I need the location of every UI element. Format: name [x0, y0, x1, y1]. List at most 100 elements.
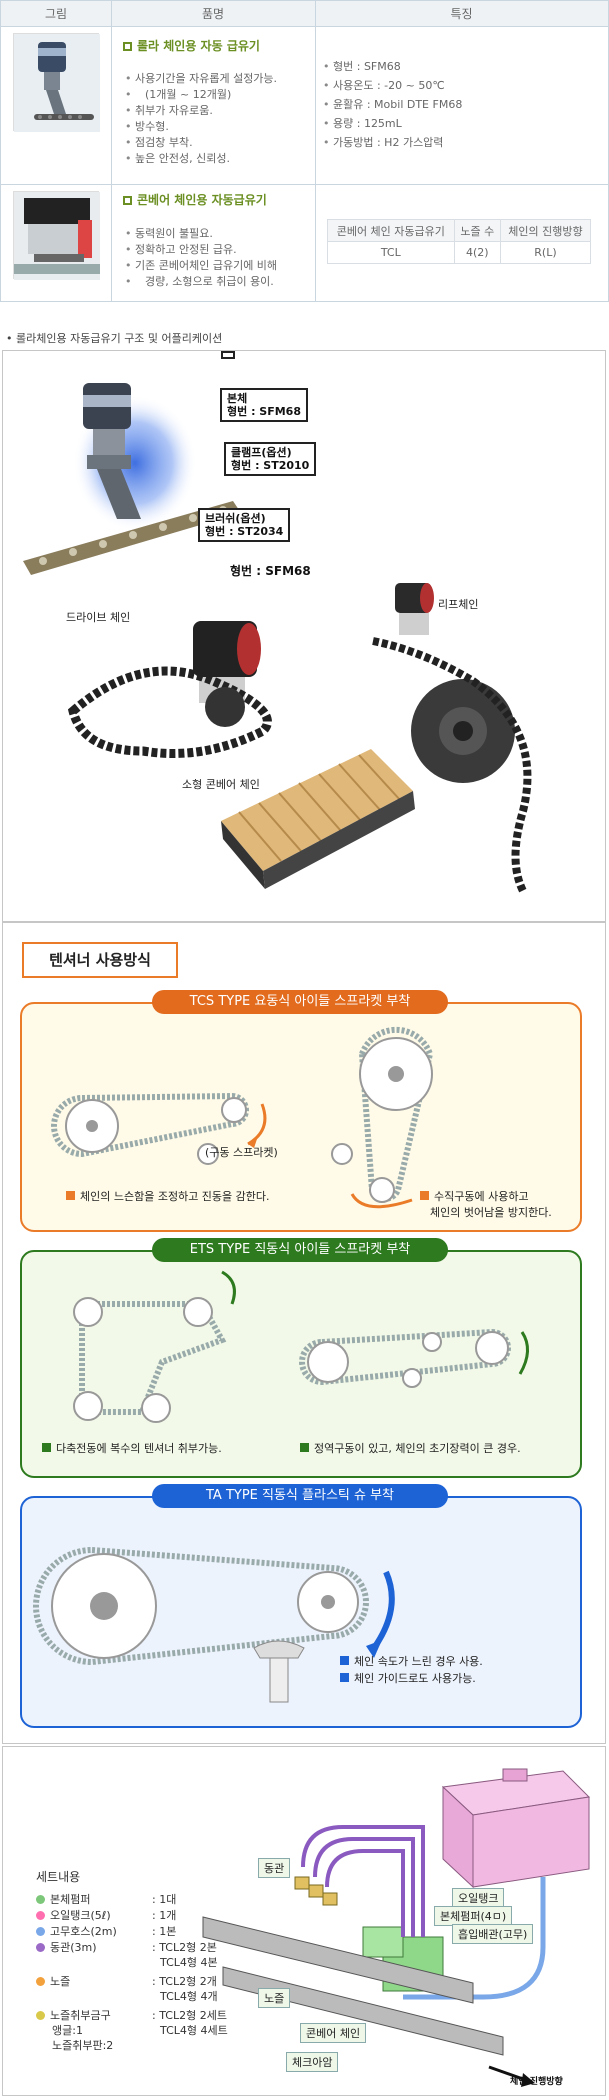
product-name-text: 롤라 체인용 자동 급유기 [137, 39, 260, 53]
application-figure [2, 350, 606, 922]
lift-chain-label: 리프체인 [438, 598, 479, 611]
ta-diagram [33, 1546, 395, 1703]
set-item-qty: : TCL2형 2본 [152, 1941, 217, 1954]
tcs-note-2: 수직구동에 사용하고 [420, 1188, 529, 1204]
note-text: 정역구동이 있고, 체인의 초기장력이 큰 경우. [314, 1442, 521, 1455]
set-item: 노즐 [36, 1974, 70, 1989]
callout-copper-pipe: 동관 [258, 1858, 291, 1878]
brush-label: 브러쉬(옵션)형번 : ST2034 [198, 508, 291, 542]
note-text: 수직구동에 사용하고 [434, 1190, 529, 1203]
ta-note-2: 체인 가이드로도 사용가능. [340, 1670, 476, 1686]
set-item-qty: : TCL2형 2세트 [152, 2009, 227, 2022]
list-item: 정확하고 안정된 급유. [125, 242, 277, 258]
callout-pump: 본체펌퍼(4ㅁ) [434, 1906, 513, 1926]
tcs-note-1: 체인의 느슨함을 조정하고 진동을 감한다. [66, 1188, 270, 1204]
set-item: 노즐취부금구 [36, 2008, 111, 2023]
list-item: 경량, 소형으로 취급이 용이. [125, 274, 277, 290]
callout-conveyor-chain: 콘베어 체인 [300, 2023, 367, 2043]
set-item-qty: : 1본 [152, 1925, 177, 1938]
list-item: 사용기간을 자유롭게 설정가능. [125, 71, 277, 87]
product-name-conveyor: 콘베어 체인용 자동급유기 [123, 191, 267, 208]
list-item-text: (1개월 ~ 12개월) [145, 88, 232, 101]
bullet-dot-icon [36, 1911, 45, 1920]
list-item: 사용온도 : -20 ~ 50℃ [323, 76, 462, 95]
set-item: 본체펌퍼 [36, 1892, 90, 1907]
divider [111, 1, 112, 301]
set-item-qty: : 1대 [152, 1893, 177, 1906]
note-text: 다축전동에 복수의 텐셔너 취부가능. [56, 1442, 222, 1455]
list-item: 가동방법 : H2 가스압력 [323, 133, 462, 152]
lubricator-image [13, 33, 100, 132]
list-item: 높은 안전성, 신뢰성. [125, 151, 277, 167]
note-text: 체인 속도가 느린 경우 사용. [354, 1655, 483, 1668]
product-name-roller: 롤라 체인용 자동 급유기 [123, 37, 260, 54]
header-image: 그림 [44, 7, 68, 21]
set-item-name: 노즐취부금구 [50, 2009, 111, 2022]
set-item-name: 노즐 [50, 1975, 71, 1988]
drive-chain-label: 드라이브 체인 [66, 611, 131, 624]
set-item: 오일탱크(5ℓ) [36, 1908, 111, 1923]
table-cell: 노즐 수 [453, 219, 501, 242]
header-features: 특징 [450, 7, 473, 21]
square-bullet-icon [123, 42, 132, 51]
set-item-name: 본체펌퍼 [50, 1893, 91, 1906]
list-item: 취부가 자유로움. [125, 103, 277, 119]
callout-hose: 흡입배관(고무) [452, 1924, 534, 1944]
ets-panel [20, 1250, 582, 1478]
ta-title: TA TYPE 직동식 플라스틱 슈 부착 [152, 1484, 448, 1508]
note-text: 체인 가이드로도 사용가능. [354, 1672, 476, 1685]
ets-diagram [73, 1270, 529, 1423]
header-name: 품명 [201, 7, 225, 21]
list-item: 기존 콘베어체인 급유기에 비해 [125, 258, 277, 274]
table-cell: 체인의 진행방향 [499, 219, 592, 242]
label-line: 클램프(옵션) [231, 446, 292, 459]
set-item-qty: TCL4형 4개 [160, 1990, 218, 2003]
set-sub-item: 앵글:1 [52, 2024, 83, 2037]
callout-oil-tank: 오일탱크 [452, 1888, 505, 1908]
product-name-text: 콘베어 체인용 자동급유기 [137, 193, 267, 207]
body-label [221, 351, 235, 359]
table-cell: 콘베어 체인 자동급유기 [327, 219, 455, 242]
table-cell: 4(2) [453, 241, 501, 264]
set-item-qty: TCL4형 4세트 [160, 2024, 228, 2037]
list-item-text: 경량, 소형으로 취급이 용이. [145, 275, 274, 288]
conveyor-spec-table: 콘베어 체인 자동급유기 노즐 수 체인의 진행방향 TCL 4(2) R(L) [327, 219, 592, 264]
section-caption: • 롤라체인용 자동급유기 구조 및 어플리케이션 [6, 332, 223, 345]
set-item: 고무호스(2m) [36, 1924, 117, 1939]
list-item: 방수형. [125, 119, 277, 135]
set-item-name: 고무호스(2m) [50, 1925, 117, 1938]
caption-text: 롤라체인용 자동급유기 구조 및 어플리케이션 [16, 332, 223, 345]
divider [1, 184, 608, 185]
bullet-dot-icon [36, 1977, 45, 1986]
ets-note-2: 정역구동이 있고, 체인의 초기장력이 큰 경우. [300, 1440, 521, 1456]
list-item: 점검창 부착. [125, 135, 277, 151]
ta-note-1: 체인 속도가 느린 경우 사용. [340, 1653, 483, 1669]
tcs-drive-label: (구동 스프라켓) [205, 1146, 278, 1159]
square-bullet-icon [300, 1443, 309, 1452]
tensioner-title: 텐셔너 사용방식 [22, 942, 178, 978]
list-item: (1개월 ~ 12개월) [125, 87, 277, 103]
set-item: 동관(3m) [36, 1940, 97, 1955]
set-item-qty: : TCL2형 2개 [152, 1975, 217, 1988]
callout-nozzle: 노즐 [258, 1988, 291, 2008]
divider [315, 1, 316, 301]
list-item: 동력원이 불필요. [125, 226, 277, 242]
list-item: 용량 : 125mL [323, 114, 462, 133]
tcs-diagram [51, 1026, 434, 1209]
set-illustration [202, 1768, 591, 2087]
clamp-label: 클램프(옵션)형번 : ST2010 [224, 442, 317, 476]
conveyor-feature-list: 동력원이 불필요. 정확하고 안정된 급유. 기존 콘베어체인 급유기에 비해 … [125, 226, 277, 290]
ta-panel [20, 1496, 582, 1728]
conveyor-lubricator-image [13, 191, 100, 280]
roller-feature-list: 사용기간을 자유롭게 설정가능. (1개월 ~ 12개월) 취부가 자유로움. … [125, 71, 277, 167]
label-line: 본체 [227, 392, 248, 405]
label-line: 형번 : ST2034 [205, 525, 284, 538]
set-item-name: 오일탱크(5ℓ) [50, 1909, 111, 1922]
square-bullet-icon [420, 1191, 429, 1200]
table-cell: R(L) [499, 241, 592, 264]
set-item-qty: : 1개 [152, 1909, 177, 1922]
tcs-note-3: 체인의 벗어남을 방지한다. [430, 1206, 552, 1219]
small-conveyor-label: 소형 콘베어 체인 [182, 778, 260, 791]
set-item-name: 동관(3m) [50, 1941, 97, 1954]
